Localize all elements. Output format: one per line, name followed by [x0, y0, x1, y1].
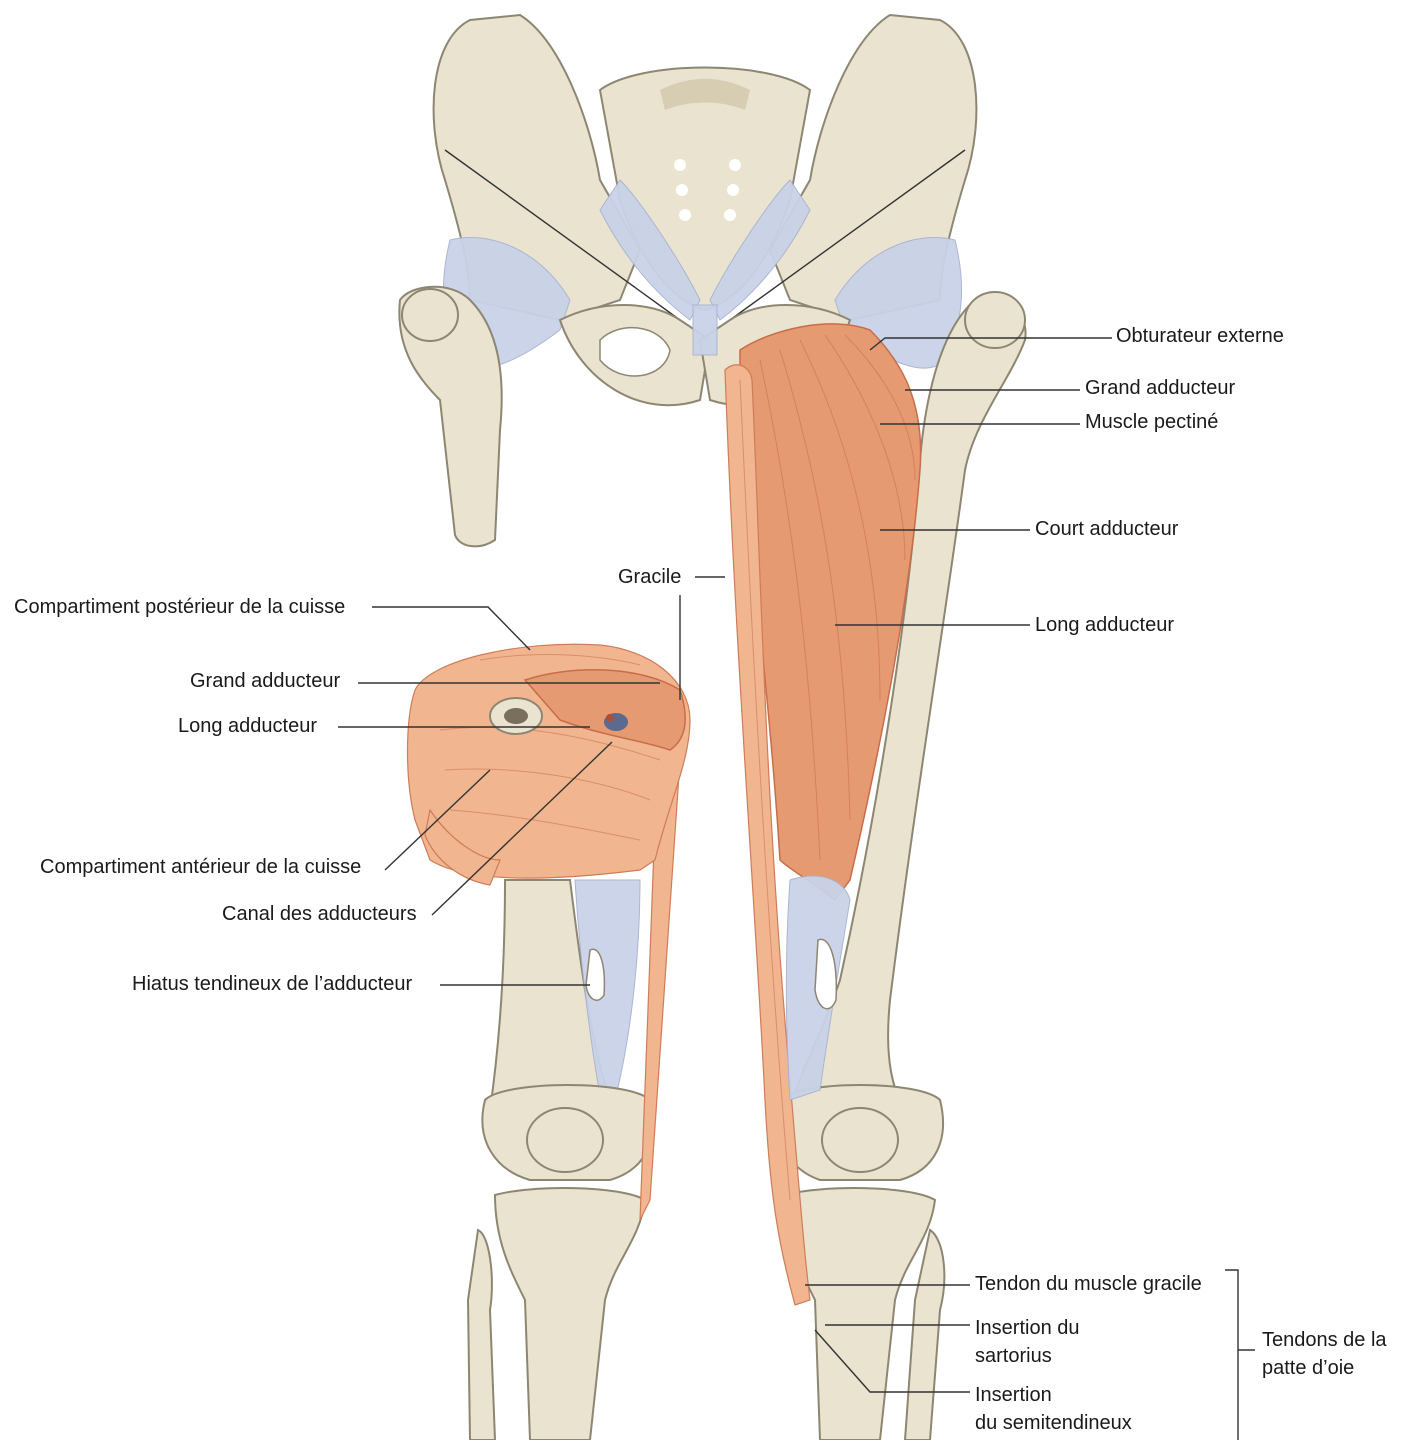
label-compartiment-posterieur: Compartiment postérieur de la cuisse	[14, 595, 345, 619]
label-insertion-semitendineux-line2: du semitendineux	[975, 1411, 1132, 1435]
label-court-adducteur: Court adducteur	[1035, 517, 1178, 541]
pelvis	[434, 15, 977, 405]
label-tendon-gracile: Tendon du muscle gracile	[975, 1272, 1202, 1296]
label-long-adducteur-left: Long adducteur	[178, 714, 317, 738]
label-gracile: Gracile	[618, 565, 681, 589]
label-obturateur-externe: Obturateur externe	[1116, 324, 1284, 348]
label-long-adducteur-right: Long adducteur	[1035, 613, 1174, 637]
label-insertion-sartorius-line2: sartorius	[975, 1344, 1052, 1368]
label-insertion-semitendineux-line1: Insertion	[975, 1383, 1052, 1407]
thigh-cross-section	[408, 644, 691, 885]
label-insertion-sartorius-line1: Insertion du	[975, 1316, 1080, 1340]
label-tendons-patte-oie-line1: Tendons de la	[1262, 1328, 1387, 1352]
label-muscle-pectine: Muscle pectiné	[1085, 410, 1218, 434]
label-canal-adducteurs: Canal des adducteurs	[222, 902, 417, 926]
left-femur-upper	[399, 287, 501, 547]
label-hiatus-tendineux: Hiatus tendineux de l’adducteur	[132, 972, 412, 996]
label-grand-adducteur-left: Grand adducteur	[190, 669, 340, 693]
label-tendons-patte-oie-line2: patte d’oie	[1262, 1356, 1354, 1380]
label-grand-adducteur-right: Grand adducteur	[1085, 376, 1235, 400]
label-compartiment-anterieur: Compartiment antérieur de la cuisse	[40, 855, 361, 879]
